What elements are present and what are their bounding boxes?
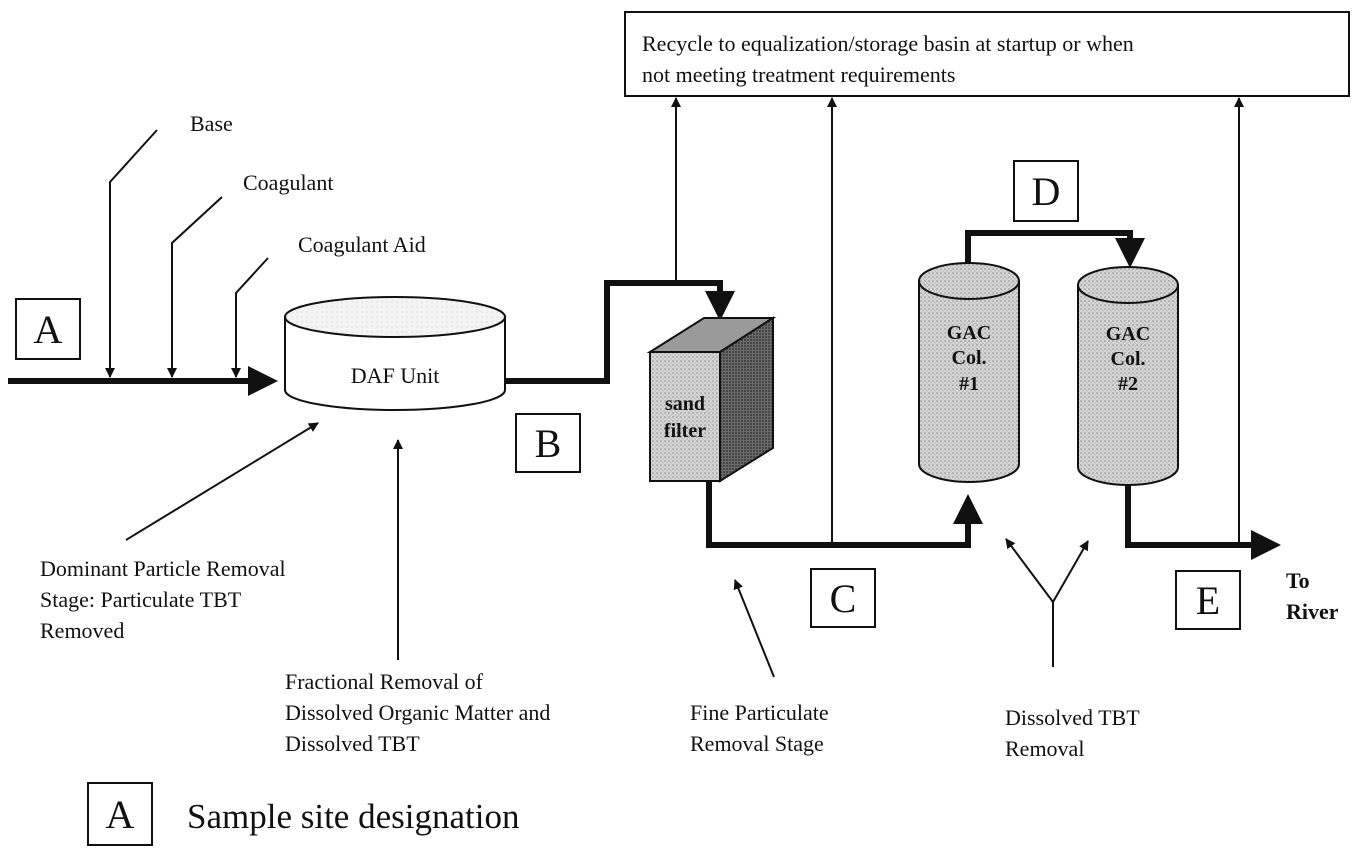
fractional-annotation-line2: Dissolved Organic Matter and bbox=[285, 700, 550, 725]
svg-text:D: D bbox=[1032, 169, 1061, 214]
filter-to-gac1-flow bbox=[706, 481, 983, 548]
gac-column-1: GAC Col. #1 bbox=[918, 262, 1020, 483]
svg-text:B: B bbox=[535, 421, 562, 466]
fractional-annotation-line3: Dissolved TBT bbox=[285, 731, 420, 756]
fractional-annotation-line1: Fractional Removal of bbox=[285, 669, 484, 694]
coagulant-aid-feed-line bbox=[231, 257, 269, 378]
svg-text:E: E bbox=[1196, 578, 1220, 623]
sand-filter-label-line1: sand bbox=[665, 393, 705, 415]
gac2-label-line3: #2 bbox=[1118, 373, 1138, 395]
recycle-box: Recycle to equalization/storage basin at… bbox=[624, 11, 1350, 97]
coagulant-label: Coagulant bbox=[243, 170, 333, 195]
sample-site-c: C bbox=[810, 568, 876, 628]
sample-site-e: E bbox=[1175, 570, 1241, 630]
dissolved-annotation-line1: Dissolved TBT bbox=[1005, 705, 1140, 730]
daf-unit: DAF Unit bbox=[284, 296, 506, 411]
legend-symbol: A bbox=[106, 792, 135, 837]
gac1-label-line2: Col. bbox=[952, 347, 987, 369]
dissolved-annotation-line2: Removal bbox=[1005, 736, 1084, 761]
sample-site-b: B bbox=[515, 413, 581, 473]
dominant-annotation-line1: Dominant Particle Removal bbox=[40, 556, 286, 581]
gac2-label-line1: GAC bbox=[1106, 323, 1150, 345]
coagulant-feed-line bbox=[167, 196, 223, 378]
base-label: Base bbox=[190, 111, 233, 136]
coagulant-aid-label: Coagulant Aid bbox=[298, 232, 426, 257]
fine-removal-pointer bbox=[733, 579, 775, 678]
sample-site-a: A bbox=[15, 298, 81, 360]
gac-column-2: GAC Col. #2 bbox=[1077, 266, 1179, 486]
sand-filter: sand filter bbox=[646, 316, 777, 483]
legend: A Sample site designation bbox=[87, 782, 519, 846]
outlet-label-line1: To bbox=[1286, 568, 1310, 593]
recycle-text-line1: Recycle to equalization/storage basin at… bbox=[642, 31, 1134, 56]
gac1-label-line3: #1 bbox=[959, 373, 979, 395]
gac1-label-line1: GAC bbox=[947, 322, 991, 344]
legend-label: Sample site designation bbox=[187, 797, 519, 836]
daf-to-filter-flow bbox=[505, 280, 735, 384]
dominant-annotation-line3: Removed bbox=[40, 618, 124, 643]
dominant-annotation-line2: Stage: Particulate TBT bbox=[40, 587, 242, 612]
sand-filter-label-line2: filter bbox=[664, 420, 706, 442]
outlet-label-line2: River bbox=[1286, 599, 1339, 624]
legend-symbol-box bbox=[87, 782, 153, 846]
fine-annotation-line1: Fine Particulate bbox=[690, 700, 829, 725]
base-feed-line bbox=[105, 129, 158, 378]
daf-unit-label: DAF Unit bbox=[351, 363, 440, 388]
dissolved-removal-pointer bbox=[1005, 538, 1089, 667]
svg-text:A: A bbox=[34, 307, 63, 352]
dominant-removal-pointer bbox=[125, 422, 319, 541]
svg-text:C: C bbox=[830, 576, 857, 621]
recycle-text-line2: not meeting treatment requirements bbox=[642, 62, 955, 87]
sample-site-d: D bbox=[1013, 160, 1079, 222]
effluent-flow-arrow bbox=[1125, 485, 1281, 560]
fine-annotation-line2: Removal Stage bbox=[690, 731, 824, 756]
gac2-label-line2: Col. bbox=[1111, 348, 1146, 370]
gac1-to-gac2-flow bbox=[965, 230, 1145, 268]
